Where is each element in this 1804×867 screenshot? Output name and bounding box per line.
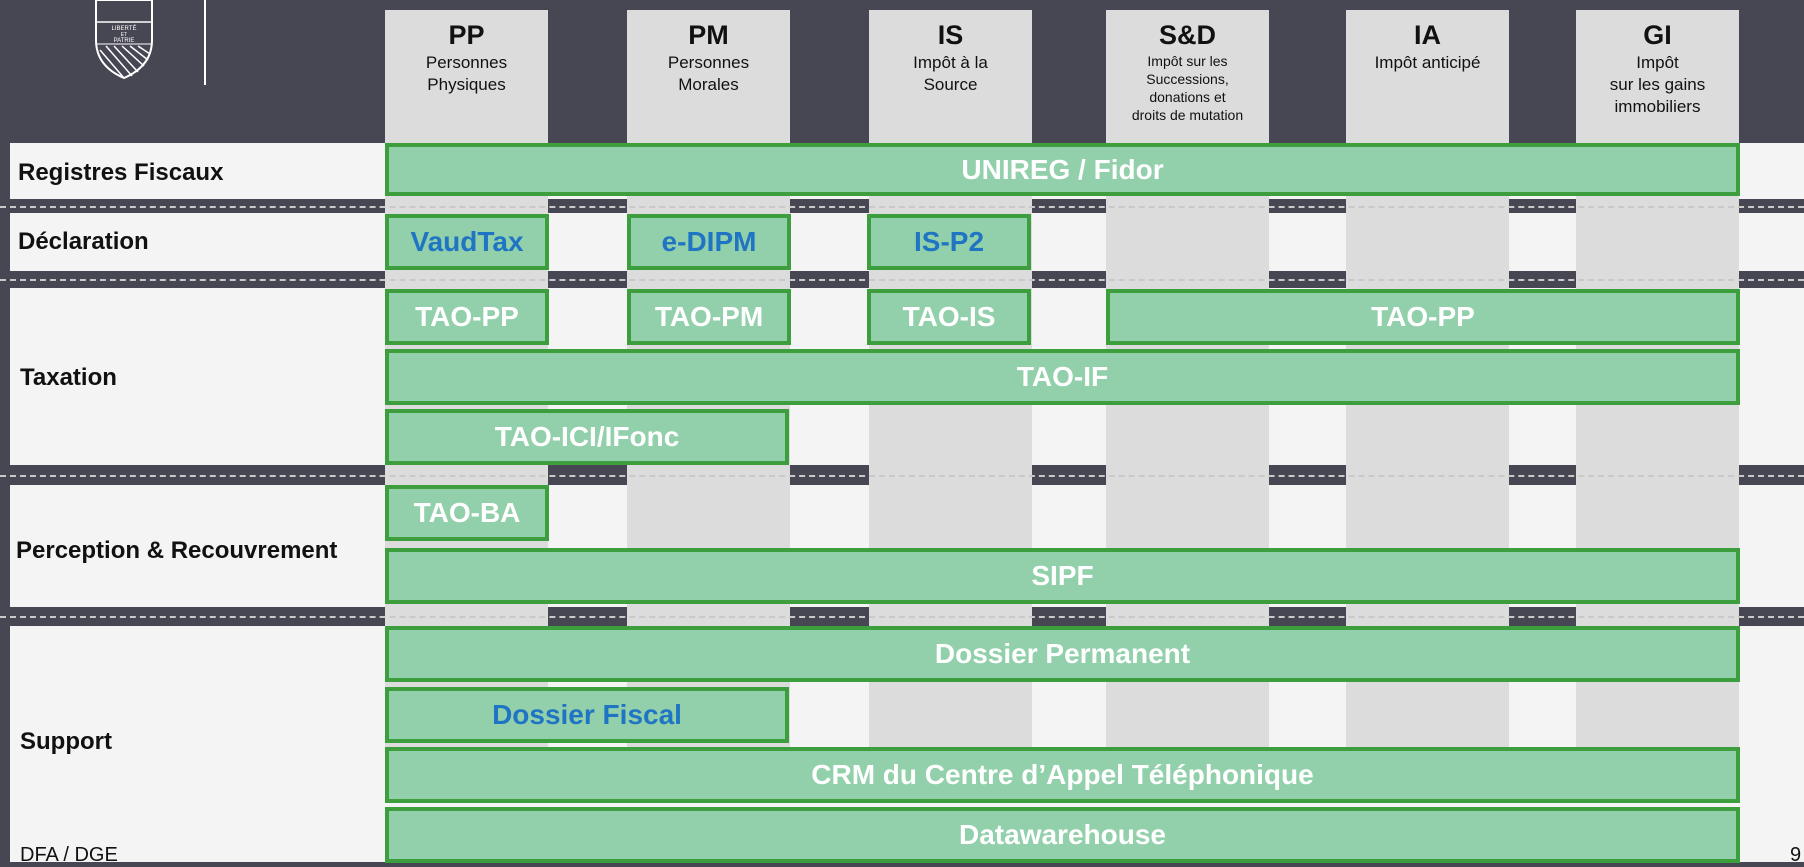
separator-4 [0, 616, 1804, 618]
system-box-tao-pm: TAO-PM [627, 289, 791, 345]
system-box-tao-ici: TAO-ICI/IFonc [385, 409, 789, 465]
system-box-crm: CRM du Centre d’Appel Téléphonique [385, 747, 1740, 803]
column-desc-line: Impôt à la [913, 53, 988, 72]
row-label-taxation: Taxation [20, 364, 117, 391]
column-code: IS [937, 20, 964, 50]
column-desc-line: droits de mutation [1131, 107, 1244, 123]
column-desc-line: Physiques [427, 75, 506, 94]
column-header-pp: PP Personnes Physiques [385, 10, 548, 143]
column-desc-line: Morales [678, 75, 739, 94]
logo-motto-line-3: PATRIE [114, 38, 135, 44]
column-header-gi: GI Impôt sur les gains immobiliers [1576, 10, 1739, 143]
system-box-sipf: SIPF [385, 548, 1740, 604]
column-code: GI [1643, 20, 1672, 50]
row-label-perception: Perception & Recouvrement [16, 537, 338, 564]
column-header-ia: IA Impôt anticipé [1346, 10, 1509, 143]
column-desc-line: Impôt anticipé [1374, 53, 1481, 72]
system-box-dossier-permanent: Dossier Permanent [385, 626, 1740, 682]
column-desc-line: sur les gains [1609, 75, 1706, 94]
system-box-vaudtax: VaudTax [385, 214, 549, 270]
column-desc-line: Impôt sur les [1147, 53, 1228, 69]
system-box-tao-ba: TAO-BA [385, 485, 549, 541]
page-number: 9 [1790, 844, 1802, 866]
column-header-is: IS Impôt à la Source [869, 10, 1032, 143]
system-box-datawarehouse: Datawarehouse [385, 807, 1740, 863]
column-code: PP [448, 20, 485, 50]
column-desc-line: Personnes [425, 53, 508, 72]
system-box-unireg: UNIREG / Fidor [385, 143, 1740, 196]
column-desc-line: Personnes [667, 53, 750, 72]
system-box-isp2: IS-P2 [867, 214, 1031, 270]
logo-motto-line-2: ET [121, 32, 127, 38]
column-desc-line: Source [923, 75, 978, 94]
row-label-declaration: Déclaration [18, 228, 149, 255]
logo-divider [204, 0, 206, 85]
column-header-pm: PM Personnes Morales [627, 10, 790, 143]
system-box-edipm: e-DIPM [627, 214, 791, 270]
system-box-tao-if: TAO-IF [385, 349, 1740, 405]
logo-motto-line-1: LIBERTÉ [112, 25, 137, 32]
separator-3 [0, 475, 1804, 477]
column-header-sd: S&D Impôt sur les Successions, donations… [1106, 10, 1269, 143]
column-code: PM [688, 20, 729, 50]
system-box-tao-pp-2: TAO-PP [1106, 289, 1740, 345]
system-box-tao-pp: TAO-PP [385, 289, 549, 345]
column-desc-line: Impôt [1636, 53, 1679, 72]
row-label-support: Support [20, 728, 112, 755]
canton-shield-logo: LIBERTÉ ET PATRIE [95, 0, 153, 80]
column-desc-line: Successions, [1146, 71, 1229, 87]
separator-2 [0, 279, 1804, 281]
column-desc-line: immobiliers [1614, 97, 1701, 116]
system-box-tao-is: TAO-IS [867, 289, 1031, 345]
row-label-registres: Registres Fiscaux [18, 159, 224, 186]
footer-left-label: DFA / DGE [20, 844, 118, 866]
column-code: S&D [1158, 20, 1216, 50]
column-code: IA [1414, 20, 1441, 50]
system-box-dossier-fiscal: Dossier Fiscal [385, 687, 789, 743]
column-desc-line: donations et [1149, 89, 1226, 105]
separator-1 [0, 206, 1804, 208]
